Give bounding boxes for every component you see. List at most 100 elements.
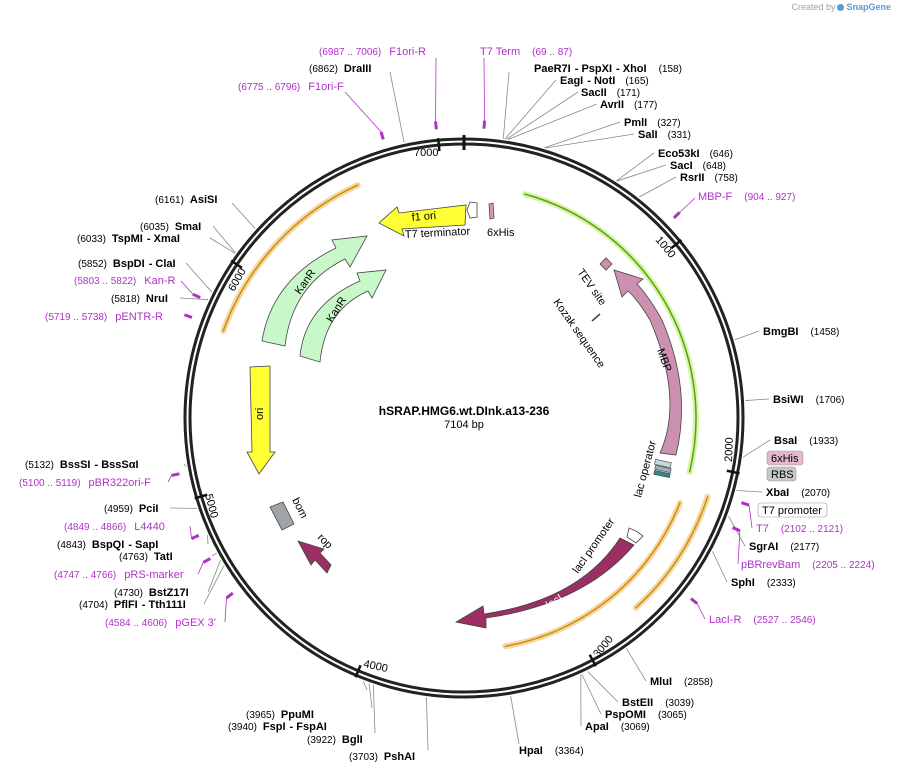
primer-label-pentr-r: (5719 .. 5738)pENTR-R <box>45 311 163 323</box>
primer-t7-range: (2102 .. 2121) <box>781 524 843 535</box>
site-eco53ki: Eco53kI <box>658 148 700 160</box>
leader-line <box>426 697 429 751</box>
site-label-draiii: (6862)DraIII <box>309 63 371 75</box>
site-label-paer7i: PaeR7I- PspXI- XhoI(158) <box>534 63 682 75</box>
site-pmli: PmlI <box>624 117 647 129</box>
leader-line <box>185 262 213 293</box>
site-tth111i: Tth111I <box>148 599 185 611</box>
site-label-bgli: (3922)BglI <box>307 734 363 746</box>
site-label-apai: ApaI(3069) <box>585 721 650 733</box>
primer-mark <box>171 472 180 477</box>
site-bsssi: BssSI <box>60 459 91 471</box>
tick-label-2000: 2000 <box>723 437 736 462</box>
feature-t7term <box>466 201 478 219</box>
site-xhoi: XhoI <box>623 63 647 75</box>
site-bsiwi-pos: (1706) <box>816 395 845 406</box>
site-pspomi: PspOMI <box>605 709 646 721</box>
leader-line <box>587 671 619 703</box>
primer-mark <box>731 526 741 532</box>
site-sacii-pos: (171) <box>617 88 640 99</box>
feature-6xhis <box>488 202 495 220</box>
feature-lacop-box-1 <box>654 459 672 468</box>
tick-4000 <box>354 664 362 678</box>
site-label-tspmi: (6033)TspMI- XmaI <box>77 233 180 245</box>
site-label-bsssi: (5132)BssSI- BssSαI <box>25 459 139 471</box>
site-sali-pos: (331) <box>668 130 691 141</box>
plasmid-name: hSRAP.HMG6.wt.DInk.a13-236 <box>379 404 550 418</box>
primer-mbp-f-range: (904 .. 927) <box>744 192 795 203</box>
site-draiii-pos: (6862) <box>309 64 338 75</box>
site-bspdi: BspDI <box>113 258 145 270</box>
feature-tev <box>599 257 613 271</box>
arc-orange-right <box>635 496 709 609</box>
site-sgrai-pos: (2177) <box>790 542 819 553</box>
site-smai-pos: (6035) <box>140 222 169 233</box>
site-eco53ki-pos: (646) <box>710 149 733 160</box>
site-bspqi-pos: (4843) <box>57 540 86 551</box>
site-label-smai: (6035) SmaI <box>140 221 201 233</box>
primer-leader <box>679 197 696 213</box>
tick-label-4000: 4000 <box>362 658 388 675</box>
leader-line <box>212 225 236 254</box>
site-avrii: AvrII <box>600 99 624 111</box>
site-hpai-pos: (3364) <box>555 746 584 757</box>
site-saci-pos: (648) <box>703 161 726 172</box>
credit-brand: SnapGene <box>846 2 891 12</box>
leader-line <box>506 91 579 140</box>
tick-marks <box>194 135 740 678</box>
boxed-6xhis-label: 6xHis <box>771 453 799 465</box>
primer-mark <box>740 501 750 507</box>
site-pspxi: PspXI <box>581 63 612 75</box>
site-clai: ClaI <box>155 258 175 270</box>
site-nrui: NruI <box>146 293 168 305</box>
site-smai: SmaI <box>175 221 201 233</box>
site-label-bmgbi: BmgBI(1458) <box>763 326 839 338</box>
feature-arcs <box>220 182 711 650</box>
leader-lines <box>169 71 771 751</box>
site-label-eagi: EagI- NotI(165) <box>560 75 649 87</box>
snapgene-logo-icon <box>837 3 845 11</box>
site-saci: SacI <box>670 160 693 172</box>
site-label-ppumi: (3965)PpuMI <box>246 709 314 721</box>
site-bspdi-pos: (5852) <box>78 259 107 270</box>
site-label-eco53ki: Eco53kI (646) <box>658 148 733 160</box>
site-label-rsrii: RsrII(758) <box>680 172 738 184</box>
leader-line <box>211 552 217 557</box>
feature-bom-label: bom <box>289 496 309 521</box>
site-sgrai: SgrAI <box>749 541 778 553</box>
site-asisi: AsiSI <box>190 194 218 206</box>
site-label-bspqi: (4843)BspQI- SapI <box>57 539 158 551</box>
leader-line <box>626 648 647 682</box>
site-fspi-pos: (3940) <box>228 722 257 733</box>
primer-leader <box>180 280 194 295</box>
primer-pbr322ori-f: pBR322ori-F <box>89 477 152 489</box>
primer-t7term-range: (69 .. 87) <box>532 47 572 58</box>
primer-leader <box>748 504 753 529</box>
site-noti: NotI <box>594 75 615 87</box>
site-label-bstz17i: (4730)BstZ17I <box>114 587 189 599</box>
site-pspomi-pos: (3065) <box>658 710 687 721</box>
primer-pbr322ori-f-range: (5100 .. 5119) <box>19 478 81 489</box>
feature-f1ori <box>378 204 467 237</box>
plasmid-length: 7104 bp <box>444 419 484 431</box>
leader-line <box>362 681 368 691</box>
site-sacii: SacII <box>581 87 607 99</box>
primer-label-mbp-f: MBP-F(904 .. 927) <box>698 191 795 203</box>
primer-prs-marker-range: (4747 .. 4766) <box>54 570 116 581</box>
feature-ori <box>246 365 276 475</box>
arc-green <box>524 193 697 473</box>
site-tati-pos: (4763) <box>119 552 148 563</box>
primer-label-t7: T7(2102 .. 2121) <box>756 523 843 535</box>
leader-line <box>368 683 373 709</box>
site-label-pflfi: (4704)PflFI- Tth111I <box>79 599 186 611</box>
site-bspqi: BspQI <box>92 539 124 551</box>
feature-kozak <box>591 313 601 322</box>
site-bsssai: BssSαI <box>101 459 138 471</box>
site-sali: SalI <box>638 129 658 141</box>
site-label-asisi: (6161)AsiSI <box>155 194 217 206</box>
site-xbai-pos: (2070) <box>801 488 830 499</box>
feature-kanr-inner <box>299 269 387 363</box>
primer-mark <box>482 120 487 129</box>
primer-leader <box>696 603 706 620</box>
leader-line <box>544 121 621 149</box>
